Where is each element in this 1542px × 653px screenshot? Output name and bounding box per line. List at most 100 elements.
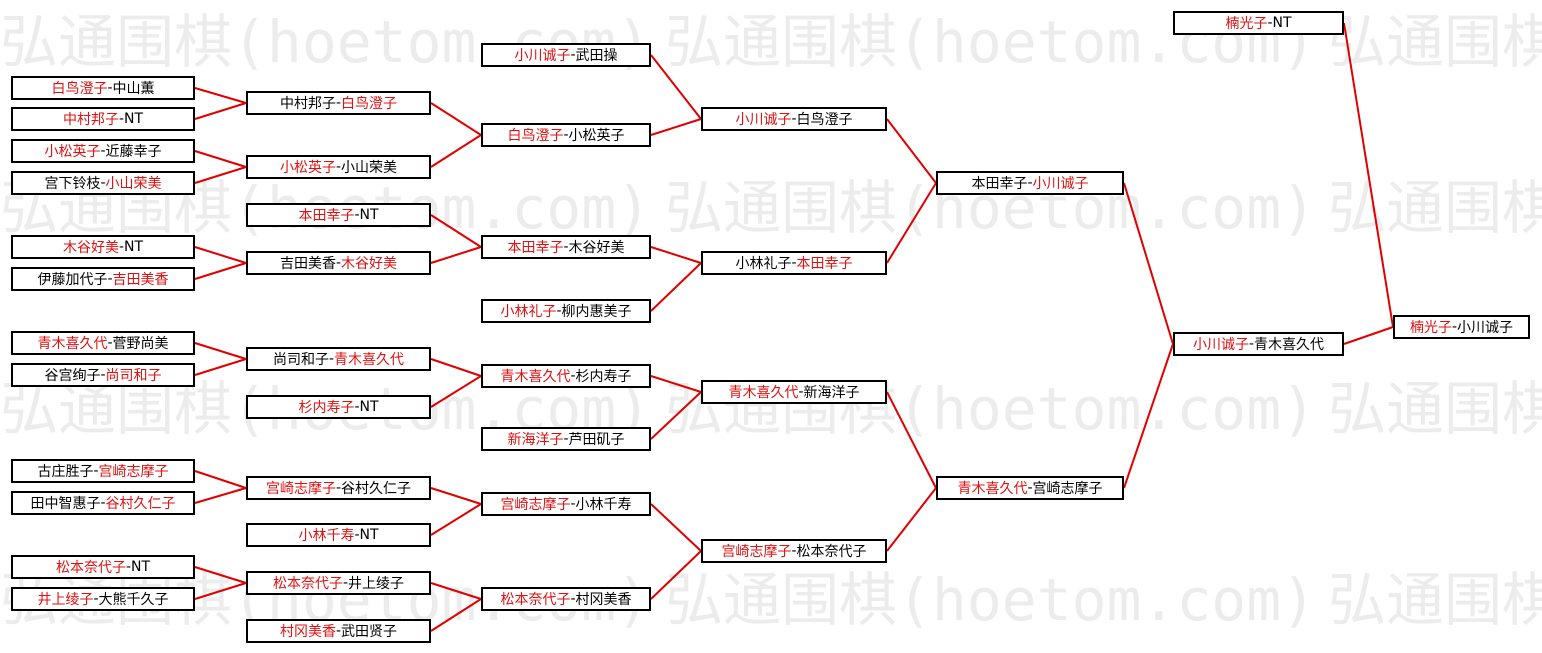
player-name: 小川诚子 xyxy=(1192,337,1249,353)
vs-separator: - xyxy=(342,575,349,591)
vs-separator: - xyxy=(354,527,360,543)
vs-separator: - xyxy=(100,175,106,191)
vs-separator: - xyxy=(570,47,576,63)
connector-line xyxy=(194,470,247,489)
vs-separator: - xyxy=(93,463,99,479)
vs-separator: - xyxy=(791,255,797,271)
vs-separator: - xyxy=(107,271,113,287)
match-box-round4-3: 青木喜久代-新海洋子 xyxy=(701,380,887,404)
match-box-round2-9: 松本奈代子-井上绫子 xyxy=(246,571,431,595)
connector-line xyxy=(430,582,482,600)
player-name: NT xyxy=(359,399,379,415)
connector-line xyxy=(194,87,247,104)
player-name: 小林礼子 xyxy=(735,256,792,272)
vs-separator: - xyxy=(570,591,576,607)
match-box-round3-5: 青木喜久代-杉内寿子 xyxy=(481,364,651,388)
player-name: NT xyxy=(131,559,151,575)
player-name: 宫崎志摩子 xyxy=(1032,481,1103,497)
player-name: 武田操 xyxy=(575,48,618,64)
vs-separator: - xyxy=(335,95,342,111)
match-box-seed-1: 楠光子-NT xyxy=(1173,11,1344,35)
vs-separator: - xyxy=(118,239,125,255)
player-name: 谷村久仁子 xyxy=(341,481,412,497)
vs-separator: - xyxy=(570,368,576,384)
match-box-round4-4: 宫崎志摩子-松本奈代子 xyxy=(701,539,887,563)
connector-line xyxy=(886,391,937,489)
player-name: 本田幸子 xyxy=(971,176,1028,192)
player-name: 伊藤加代子 xyxy=(37,272,108,288)
player-name: NT xyxy=(124,111,144,127)
connector-line xyxy=(886,487,937,552)
connector-line xyxy=(194,582,247,600)
player-name: 宫下铃枝 xyxy=(44,176,101,192)
player-name: 宫崎志摩子 xyxy=(500,497,571,513)
vs-separator: - xyxy=(328,351,335,367)
player-name: 尚司和子 xyxy=(272,352,329,368)
player-name: 田中智惠子 xyxy=(30,496,101,512)
player-name: NT xyxy=(124,239,144,255)
player-name: 木谷好美 xyxy=(62,240,119,256)
connector-line xyxy=(194,166,247,184)
player-name: 芦田矶子 xyxy=(568,432,625,448)
player-name: 青木喜久代 xyxy=(500,369,571,385)
match-box-final-1: 楠光子-小川诚子 xyxy=(1393,315,1530,339)
player-name: 小松英子 xyxy=(44,144,101,160)
match-box-round1-6: 伊藤加代子-吉田美香 xyxy=(11,267,195,291)
match-box-round2-8: 小林千寿-NT xyxy=(246,523,431,547)
player-name: NT xyxy=(359,207,379,223)
connector-line xyxy=(650,550,702,600)
connector-line xyxy=(194,150,247,168)
connector-line xyxy=(430,503,482,536)
connector-line xyxy=(650,262,702,312)
player-name: 宫崎志摩子 xyxy=(98,464,169,480)
player-name: 小松英子 xyxy=(568,128,625,144)
vs-separator: - xyxy=(1267,15,1273,31)
player-name: 宫崎志摩子 xyxy=(721,544,792,560)
vs-separator: - xyxy=(107,335,113,351)
vs-separator: - xyxy=(556,303,562,319)
vs-separator: - xyxy=(100,367,106,383)
player-name: 古庄胜子 xyxy=(37,464,94,480)
vs-separator: - xyxy=(791,543,797,559)
player-name: 小山荣美 xyxy=(105,176,162,192)
match-box-round2-1: 中村邦子-白鸟澄子 xyxy=(246,91,431,115)
player-name: 近藤幸子 xyxy=(105,144,162,160)
vs-separator: - xyxy=(354,399,360,415)
vs-separator: - xyxy=(335,623,342,639)
vs-separator: - xyxy=(563,127,569,143)
connector-line xyxy=(194,566,247,584)
match-box-round1-10: 田中智惠子-谷村久仁子 xyxy=(11,491,195,515)
match-box-round1-9: 古庄胜子-宫崎志摩子 xyxy=(11,459,195,483)
player-name: 尚司和子 xyxy=(105,368,162,384)
connector-line xyxy=(194,102,247,120)
connector-line xyxy=(650,118,702,136)
connector-line xyxy=(430,246,482,264)
connector-line xyxy=(650,246,702,264)
match-box-round2-7: 宫崎志摩子-谷村久仁子 xyxy=(246,476,431,500)
player-name: 谷村久仁子 xyxy=(105,496,176,512)
match-box-round3-7: 宫崎志摩子-小林千寿 xyxy=(481,492,651,516)
vs-separator: - xyxy=(100,495,106,511)
player-name: NT xyxy=(359,527,379,543)
connector-line xyxy=(430,358,482,377)
player-name: 宫崎志摩子 xyxy=(265,481,336,497)
vs-separator: - xyxy=(1027,480,1033,496)
connector-line xyxy=(430,375,482,408)
player-name: 本田幸子 xyxy=(507,240,564,256)
match-box-round1-2: 中村邦子-NT xyxy=(11,107,195,131)
match-box-round3-4: 小林礼子-柳内惠美子 xyxy=(481,299,651,323)
connector-line xyxy=(430,102,482,136)
player-name: 青木喜久代 xyxy=(1254,337,1325,353)
match-box-round6-1: 小川诚子-青木喜久代 xyxy=(1173,332,1344,356)
match-box-round4-2: 小林礼子-本田幸子 xyxy=(701,251,887,275)
match-box-round1-5: 木谷好美-NT xyxy=(11,235,195,259)
player-name: 白鸟澄子 xyxy=(507,128,564,144)
match-box-round5-2: 青木喜久代-宫崎志摩子 xyxy=(936,476,1124,500)
connector-line xyxy=(430,214,482,248)
player-name: 大熊千久子 xyxy=(98,592,169,608)
connector-line xyxy=(1343,326,1394,345)
match-box-round1-4: 宫下铃枝-小山荣美 xyxy=(11,171,195,195)
player-name: 松本奈代子 xyxy=(796,544,867,560)
match-box-round1-7: 青木喜久代-菅野尚美 xyxy=(11,331,195,355)
